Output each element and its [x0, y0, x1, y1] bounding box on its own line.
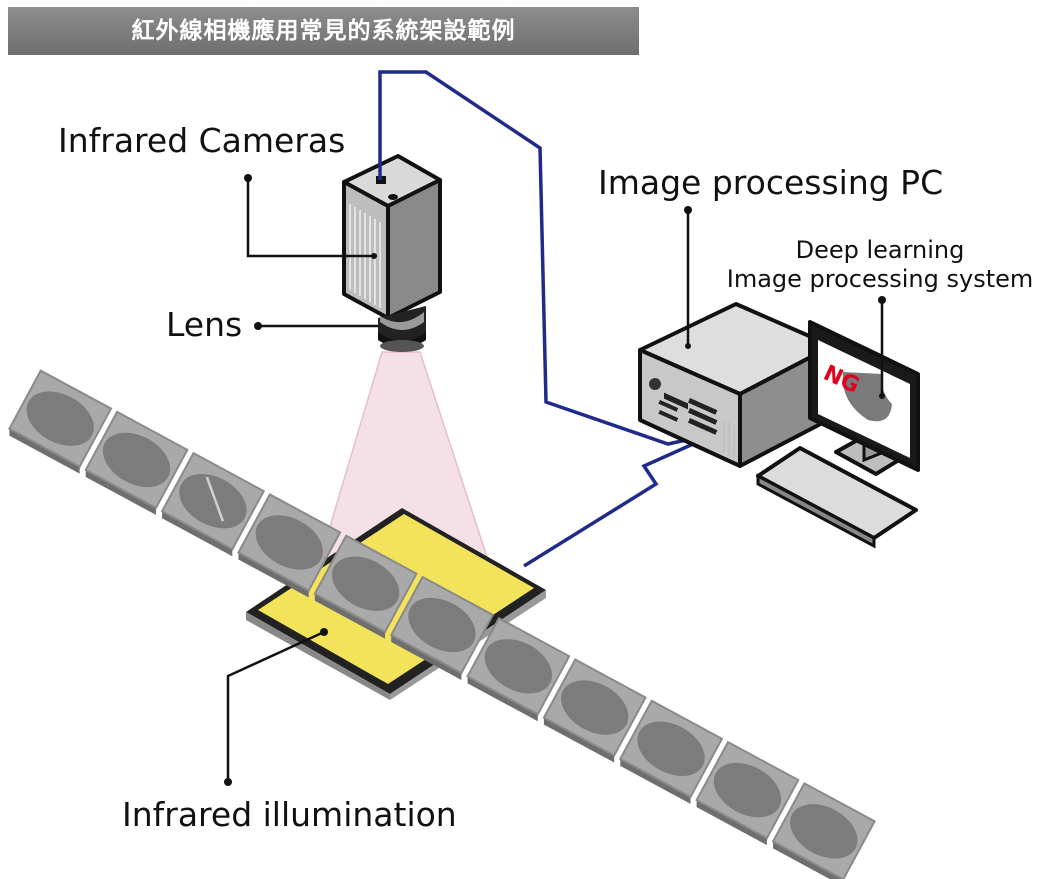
label-deep-learning: Deep learning — [796, 236, 965, 264]
conveyor-tile-edge — [9, 428, 80, 474]
label-image-processing-pc: Image processing PC — [598, 163, 943, 202]
product-disc — [331, 556, 400, 611]
label-infrared-illumination: Infrared illumination — [122, 795, 457, 834]
conveyor-tile-edge — [391, 635, 462, 681]
product-disc — [102, 432, 171, 488]
product-disc — [561, 680, 629, 735]
monitor-icon — [808, 320, 920, 476]
conveyor-tile-edge — [543, 717, 615, 763]
conveyor-tile-edge — [85, 469, 156, 515]
computer-tower-icon — [638, 302, 834, 468]
leader-lines — [226, 178, 884, 782]
product-disc — [179, 474, 247, 529]
leader-dots — [224, 174, 886, 786]
title-banner: 紅外線相機應用常見的系統架設範例 — [8, 7, 639, 55]
conveyor-tile-edge — [696, 800, 767, 846]
product-disc — [637, 721, 705, 776]
illumination-cable — [523, 438, 703, 568]
defect-crack — [205, 476, 225, 522]
conveyor-tile-edge — [467, 676, 538, 722]
product-disc — [713, 762, 782, 818]
conveyor-tile-edge — [620, 758, 691, 804]
label-lens: Lens — [166, 305, 242, 344]
camera-cable — [378, 70, 701, 446]
product-disc — [790, 804, 858, 859]
label-image-processing-system: Image processing system — [727, 265, 1034, 293]
keyboard-icon — [756, 446, 918, 549]
conveyor-icon — [8, 369, 876, 879]
conveyor-tile-edge — [314, 593, 386, 639]
page-title: 紅外線相機應用常見的系統架設範例 — [131, 18, 516, 44]
lens-icon — [378, 306, 426, 352]
product-disc — [26, 391, 94, 446]
camera-icon — [342, 154, 442, 352]
product-disc — [484, 639, 553, 694]
label-infrared-cameras: Infrared Cameras — [58, 121, 345, 160]
product-disc — [255, 515, 323, 570]
product-disc — [408, 597, 476, 653]
conveyor-tile-edge — [238, 552, 309, 598]
conveyor-tile-edge — [162, 511, 233, 557]
